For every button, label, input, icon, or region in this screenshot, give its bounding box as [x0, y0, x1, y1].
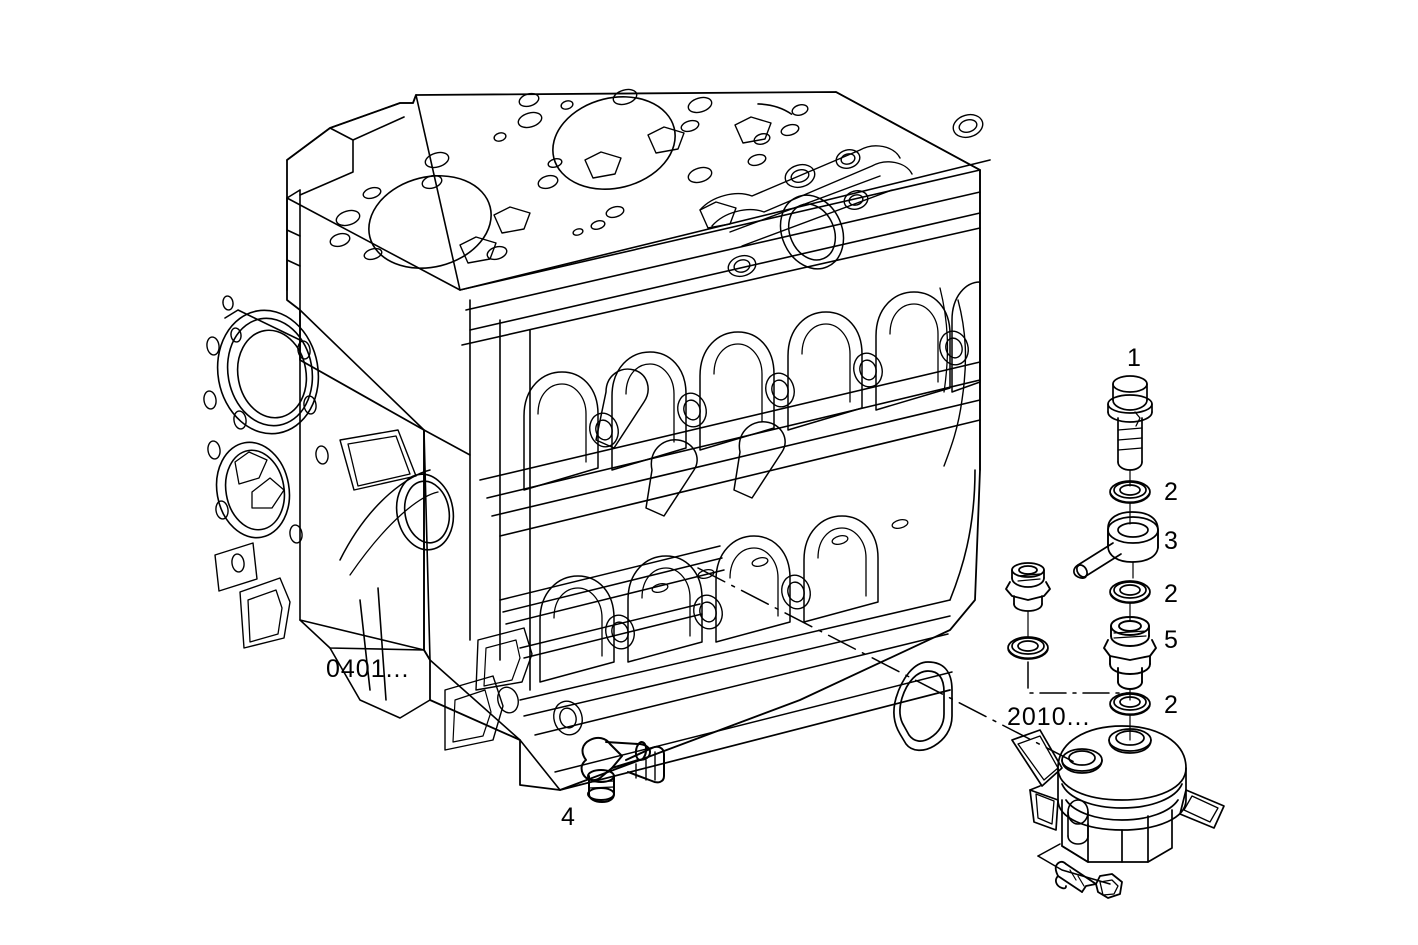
plug-washer: [1007, 636, 1049, 660]
callout-2-sealing-washer-middle: 2: [1164, 580, 1178, 608]
callout-4-elbow-fitting: 4: [561, 803, 575, 831]
elbow-fitting: [580, 736, 665, 803]
banjo-union-fitting: [1073, 511, 1159, 579]
sealing-washer-middle: [1109, 580, 1151, 604]
housing-gasket: [893, 661, 953, 752]
callout-5-threaded-adapter: 5: [1164, 626, 1178, 654]
block-to-housing-centerline: [697, 567, 1079, 765]
callout-3-banjo-union-fitting: 3: [1164, 527, 1178, 555]
banjo-bolt: [1107, 375, 1153, 471]
callout-2-sealing-washer-lower: 2: [1164, 691, 1178, 719]
sealing-washer-lower: [1109, 692, 1151, 716]
oil-filter-head: [1011, 725, 1225, 885]
screw-plug: [1005, 562, 1051, 612]
callout-1-banjo-bolt: 1: [1127, 344, 1141, 372]
engine-block: [203, 88, 991, 791]
mounting-bolt: [1054, 860, 1123, 899]
ref-label-engine-block: 0401...: [326, 655, 410, 683]
ref-2010-bracket: [1027, 661, 1131, 694]
callout-2-sealing-washer-upper: 2: [1164, 478, 1178, 506]
sealing-washer-upper: [1109, 480, 1151, 504]
threaded-adapter: [1103, 616, 1157, 690]
ref-label-oil-filter-head: 2010...: [1007, 703, 1091, 731]
